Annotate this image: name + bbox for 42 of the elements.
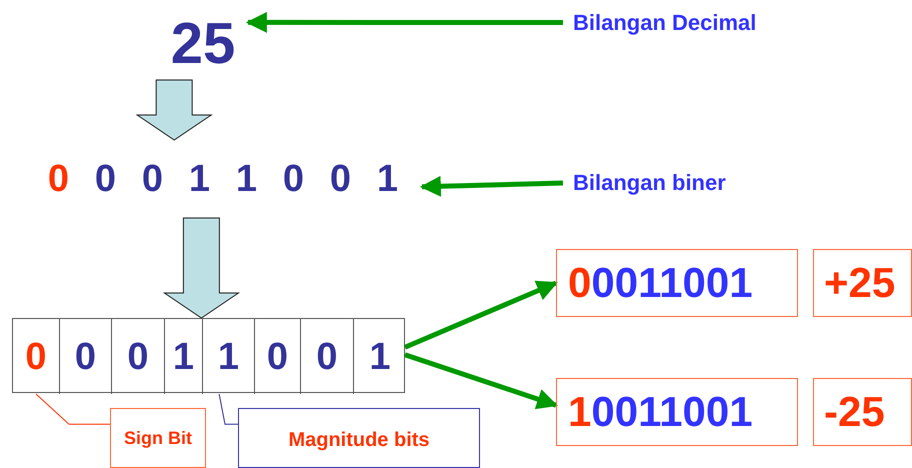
binary-digit: 1 — [376, 160, 400, 198]
binary-value: 0011001 — [591, 262, 753, 304]
leader-line — [36, 394, 110, 425]
caption-text: Bilangan Decimal — [573, 12, 756, 34]
decimal-number: 25 — [170, 15, 236, 73]
decimal-value: +25 — [824, 262, 896, 304]
binary-digit: 1 — [234, 160, 258, 198]
block-arrow — [162, 218, 240, 319]
leader-line — [218, 394, 238, 425]
value-box — [813, 249, 912, 317]
binary-value: 0 — [568, 262, 592, 304]
binary-digit: 1 — [188, 160, 212, 198]
value-box — [813, 378, 912, 446]
binary-digit: 0 — [46, 160, 70, 198]
binary-digit: 0 — [140, 160, 164, 198]
caption-text: Bilangan biner — [573, 172, 726, 194]
arrow — [420, 176, 564, 197]
binary-digit: 0 — [94, 160, 118, 198]
value-box — [556, 378, 798, 446]
annotation-box — [110, 408, 206, 468]
binary-value: 0011001 — [591, 391, 753, 433]
annotation-box — [238, 408, 480, 468]
arrow — [404, 352, 558, 410]
register-box — [12, 318, 405, 393]
block-arrow — [136, 80, 213, 141]
arrow — [404, 280, 558, 350]
arrow — [246, 12, 563, 33]
annotation-text: Magnitude bits — [288, 430, 430, 450]
bit-value: 1 — [369, 338, 391, 376]
value-box — [556, 249, 798, 317]
bit-value: 0 — [266, 338, 288, 376]
bit-value: 0 — [74, 338, 96, 376]
bit-value: 0 — [316, 338, 338, 376]
bit-value: 1 — [218, 338, 240, 376]
binary-digit: 0 — [282, 160, 306, 198]
bit-value: 0 — [25, 338, 47, 376]
annotation-text: Sign Bit — [124, 429, 192, 447]
binary-digit: 0 — [328, 160, 352, 198]
binary-value: 1 — [568, 391, 592, 433]
decimal-value: -25 — [824, 391, 885, 433]
bit-value: 0 — [127, 338, 149, 376]
bit-value: 1 — [172, 338, 194, 376]
